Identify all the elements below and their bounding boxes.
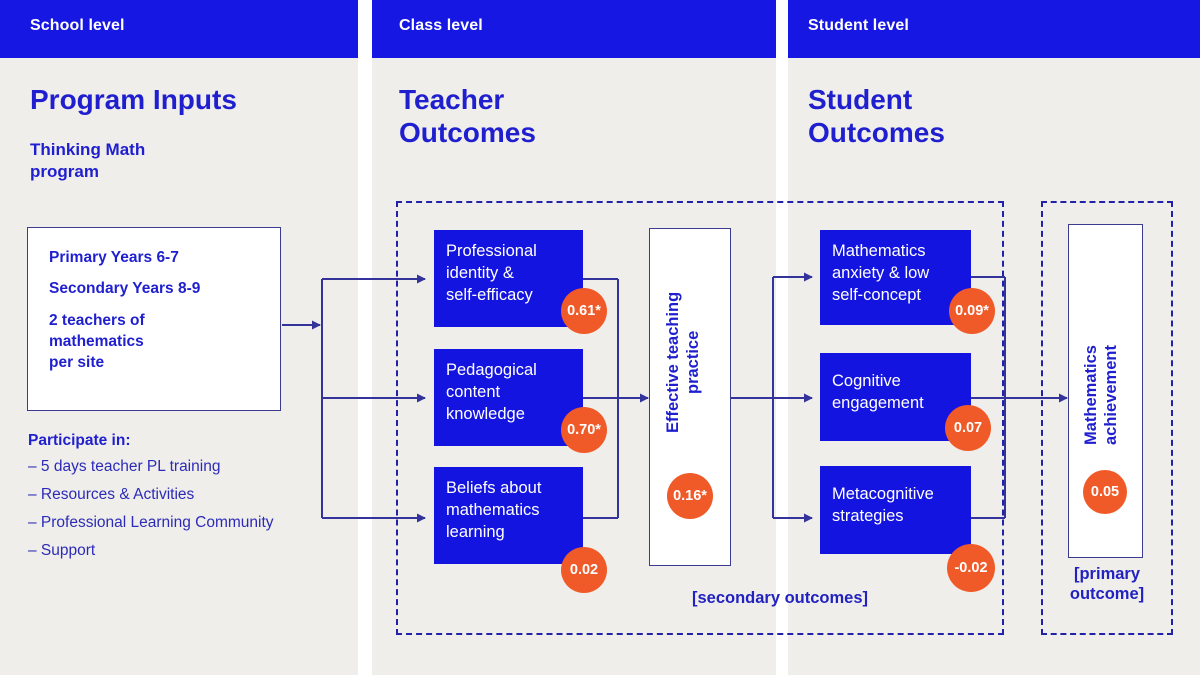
node-mathematics-achievement-label: Mathematics achievement <box>1082 345 1121 445</box>
status-badge-effect-pedagogical-content-knowledge: 0.70* <box>561 407 607 453</box>
inputs-line-5: per site <box>49 354 105 371</box>
subtitle-thinking-math-program: Thinking Math program <box>30 140 146 182</box>
list-item: – Resources & Activities <box>28 486 195 504</box>
node-effective-teaching-practice-label: Effective teaching practice <box>664 291 703 433</box>
inputs-line-1: Primary Years 6-7 <box>49 249 179 266</box>
region-secondary-outcomes <box>396 201 1004 635</box>
page-title-program-inputs: Program Inputs <box>30 84 237 115</box>
status-badge-effect-beliefs: 0.02 <box>561 547 607 593</box>
label-secondary-outcomes: [secondary outcomes] <box>691 589 869 607</box>
status-badge-effect-metacognitive-strategies: -0.02 <box>947 544 995 592</box>
status-badge-effect-mathematics-achievement: 0.05 <box>1083 470 1127 514</box>
band-label-class-level: Class level <box>399 17 483 34</box>
inputs-line-4: mathematics <box>49 333 144 350</box>
inputs-line-2: Secondary Years 8-9 <box>49 280 201 297</box>
participate-heading: Participate in: <box>28 432 131 449</box>
list-item: – Professional Learning Community <box>28 514 274 532</box>
program-inputs-box: Primary Years 6-7 Secondary Years 8-9 2 … <box>27 227 281 411</box>
region-primary-outcome <box>1041 201 1173 635</box>
list-item: – 5 days teacher PL training <box>28 458 221 475</box>
node-metacognitive-strategies[interactable]: Metacognitive strategies <box>820 466 971 554</box>
band-label-student-level: Student level <box>808 17 909 34</box>
participate-list: Participate in: – 5 days teacher PL trai… <box>28 432 338 568</box>
status-badge-effect-professional-identity: 0.61* <box>561 288 607 334</box>
band-school-level <box>0 0 358 58</box>
label-primary-outcome: [primary outcome] <box>1069 565 1145 603</box>
band-label-school-level: School level <box>30 17 125 34</box>
band-student-level <box>788 0 1200 58</box>
node-professional-identity[interactable]: Professional identity & self-efficacy <box>434 230 583 327</box>
list-item: – Support <box>28 542 96 560</box>
page-title-student-outcomes: Student Outcomes <box>808 84 945 149</box>
node-beliefs-about-mathematics-learning[interactable]: Beliefs about mathematics learning <box>434 467 583 564</box>
page-title-teacher-outcomes: Teacher Outcomes <box>399 84 536 149</box>
status-badge-effect-effective-teaching-practice: 0.16* <box>667 473 713 519</box>
node-mathematics-anxiety[interactable]: Mathematics anxiety & low self-concept <box>820 230 971 325</box>
node-pedagogical-content-knowledge[interactable]: Pedagogical content knowledge <box>434 349 583 446</box>
status-badge-effect-mathematics-anxiety: 0.09* <box>949 288 995 334</box>
inputs-line-3: 2 teachers of <box>49 312 145 329</box>
status-badge-effect-cognitive-engagement: 0.07 <box>945 405 991 451</box>
band-class-level <box>372 0 776 58</box>
